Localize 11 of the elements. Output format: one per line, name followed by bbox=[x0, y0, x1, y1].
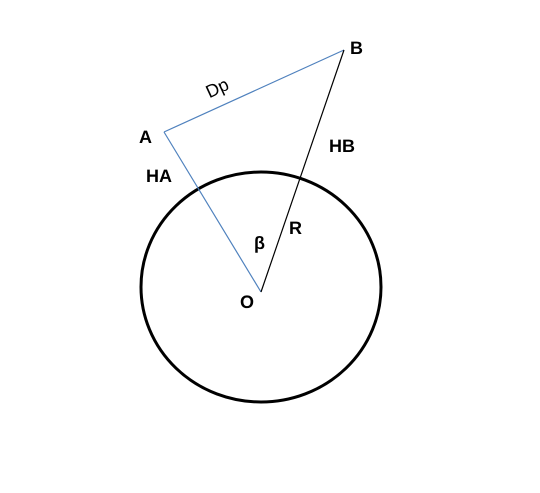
point-label: A bbox=[139, 127, 152, 148]
segment-label: R bbox=[289, 218, 302, 239]
line-segment bbox=[163, 132, 262, 292]
segment-label: HB bbox=[329, 136, 355, 157]
point-label: O bbox=[240, 292, 254, 313]
point-label: B bbox=[350, 38, 363, 59]
segment-label: β bbox=[254, 233, 265, 254]
edge-label: Dp bbox=[202, 74, 232, 103]
segment-label: HA bbox=[146, 166, 172, 187]
line-segment bbox=[164, 49, 344, 133]
line-segment bbox=[260, 50, 345, 292]
